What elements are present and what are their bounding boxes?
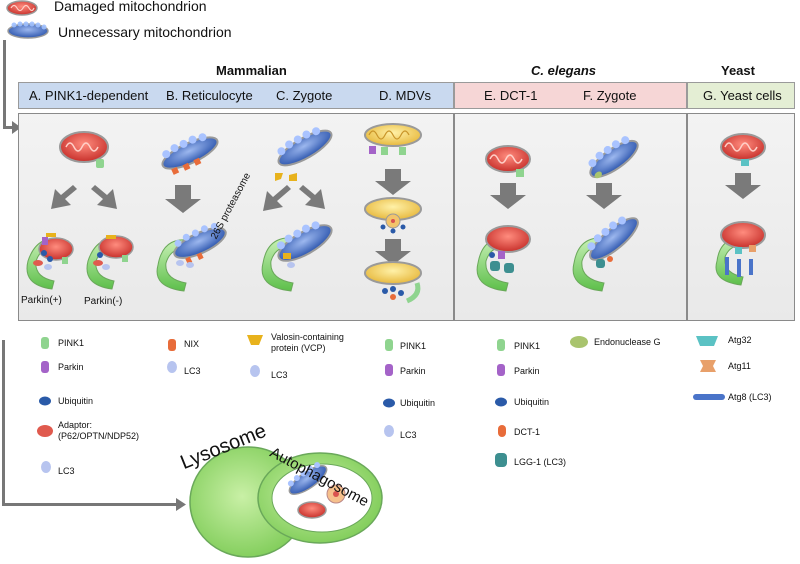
atg8-icon xyxy=(693,394,725,400)
bottom-connector-line xyxy=(2,340,5,505)
panel-e-illustration xyxy=(476,145,531,292)
ubiquitin-icon xyxy=(383,398,395,408)
legend-e-pink1: PINK1 xyxy=(514,341,541,351)
ubiquitin-icon xyxy=(495,397,507,407)
legend-c-lc3: LC3 xyxy=(271,370,288,380)
parkin-icon xyxy=(385,364,393,376)
vcp-icon xyxy=(247,335,263,345)
column-header-a: A. PINK1-dependent xyxy=(29,88,149,103)
connector-arrowhead xyxy=(12,121,21,134)
parkin-icon xyxy=(41,361,49,373)
legend-d-pink1: PINK1 xyxy=(400,341,427,351)
pink1-icon xyxy=(385,339,393,351)
legend-a-lc3: LC3 xyxy=(58,466,75,476)
legend-c-vcp: Valosin-containing xyxy=(271,332,344,342)
bottom-connector-arrowhead xyxy=(176,498,186,511)
header-mammalian xyxy=(18,82,454,109)
panel-c-illustration xyxy=(261,127,333,292)
pink1-icon xyxy=(41,337,49,349)
legend-e-lgg1: LGG-1 (LC3) xyxy=(514,457,567,467)
lysosome-autophagosome-illustration xyxy=(189,446,383,558)
atg32-icon xyxy=(696,336,718,346)
lc3-icon xyxy=(167,361,177,373)
panel-a-illustration xyxy=(26,131,134,290)
dct1-icon xyxy=(498,425,506,437)
lc3-icon xyxy=(250,365,260,377)
label-parkin-plus: Parkin(+) xyxy=(21,295,62,306)
lgg1-icon xyxy=(495,453,507,467)
pink1-icon xyxy=(497,339,505,351)
header-celegans xyxy=(454,82,687,109)
legend-connector-line-h xyxy=(3,126,13,129)
lc3-icon xyxy=(384,425,394,437)
column-header-c: C. Zygote xyxy=(276,88,333,103)
legend-g-atg8: Atg8 (LC3) xyxy=(728,392,772,402)
group-title-celegans: C. elegans xyxy=(531,63,597,78)
panel-d-illustration xyxy=(364,123,422,304)
column-header-f: F. Zygote xyxy=(583,88,637,103)
atg11-icon xyxy=(700,360,716,372)
legend-b-lc3: LC3 xyxy=(184,366,201,376)
legend-f-endonuclease: Endonuclease G xyxy=(594,337,661,347)
legend-e-ubiquitin: Ubiquitin xyxy=(514,397,550,407)
label-parkin-minus: Parkin(-) xyxy=(84,296,123,307)
legend-d-lc3: LC3 xyxy=(400,430,417,440)
header-yeast xyxy=(687,82,795,109)
nix-icon xyxy=(168,339,176,351)
group-title-mammalian: Mammalian xyxy=(216,63,287,78)
ubiquitin-icon xyxy=(39,396,51,406)
column-header-e: E. DCT-1 xyxy=(484,88,538,103)
lc3-icon xyxy=(41,461,51,473)
legend-a-ubiquitin: Ubiquitin xyxy=(58,396,94,406)
legend-a-adaptor: Adaptor: xyxy=(58,420,93,430)
legend-b-nix: NIX xyxy=(184,339,200,349)
legend-connector-line xyxy=(3,40,6,128)
legend-damaged-label: Damaged mitochondrion xyxy=(54,0,207,14)
legend-e-dct1: DCT-1 xyxy=(514,427,541,437)
legend-a-adaptor-list: (P62/OPTN/NDP52) xyxy=(58,431,140,441)
legend-a-parkin: Parkin xyxy=(58,362,84,372)
panel-f-illustration xyxy=(572,136,639,292)
column-header-d: D. MDVs xyxy=(379,88,431,103)
legend-unnecessary-label: Unnecessary mitochondrion xyxy=(58,24,232,40)
panel-g-illustration xyxy=(715,133,766,286)
legend-c-vcp-2: protein (VCP) xyxy=(271,343,326,353)
legend-g-atg11: Atg11 xyxy=(728,361,751,371)
unnecessary-mitochondrion-icon xyxy=(7,21,49,39)
legend-g-atg32: Atg32 xyxy=(728,335,752,345)
endonuclease-g-icon xyxy=(570,336,588,348)
column-header-b: B. Reticulocyte xyxy=(166,88,253,103)
damaged-mitochondrion-icon xyxy=(6,0,38,16)
parkin-icon xyxy=(497,364,505,376)
legend-e-parkin: Parkin xyxy=(514,366,540,376)
legend-d-parkin: Parkin xyxy=(400,366,426,376)
panel-b-illustration xyxy=(156,133,227,292)
bottom-connector-line-h xyxy=(2,503,178,506)
group-title-yeast: Yeast xyxy=(721,63,755,78)
column-header-g: G. Yeast cells xyxy=(703,88,782,103)
adaptor-icon xyxy=(37,425,53,437)
legend-d-ubiquitin: Ubiquitin xyxy=(400,398,436,408)
legend-a-pink1: PINK1 xyxy=(58,338,85,348)
